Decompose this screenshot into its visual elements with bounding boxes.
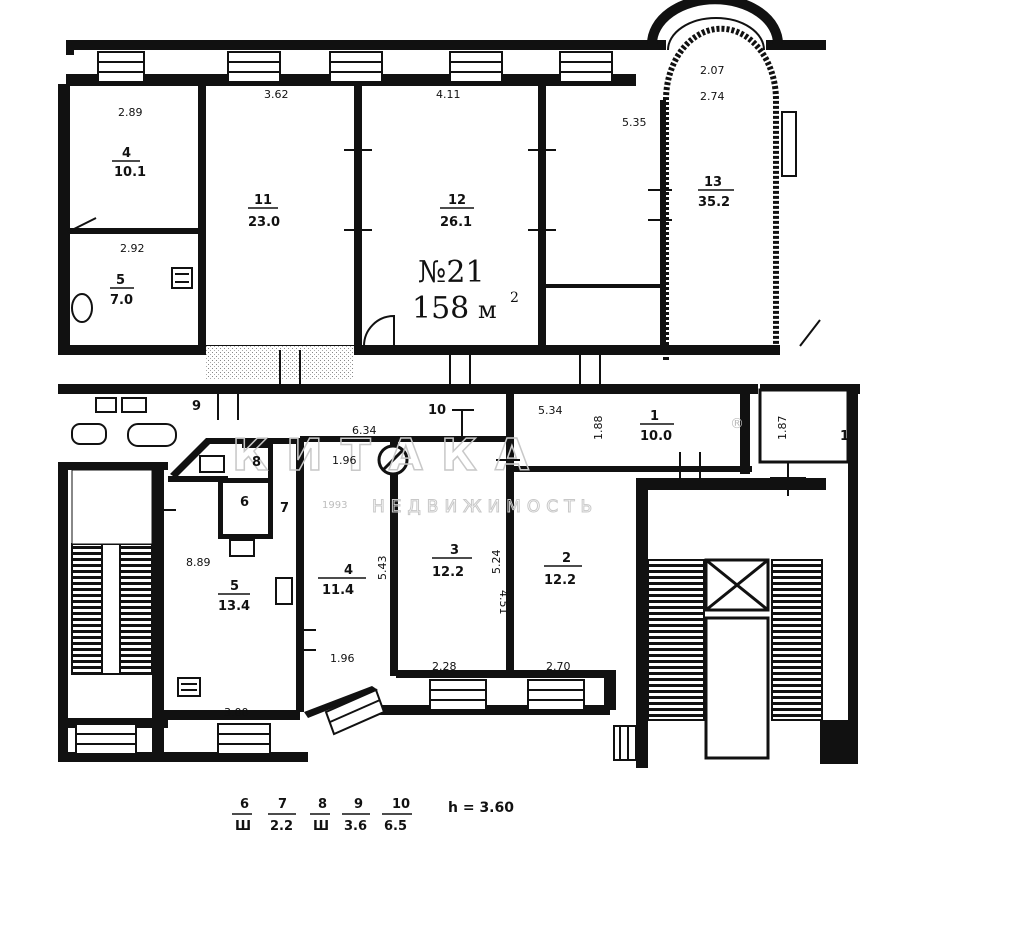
apartment-number: №21 bbox=[418, 255, 485, 290]
apartment-label: №21 158 м 2 bbox=[412, 255, 519, 326]
room-number: 6 bbox=[240, 495, 249, 510]
interior-walls bbox=[66, 84, 752, 718]
room-number: 5 bbox=[116, 273, 125, 288]
room-area: 35.2 bbox=[698, 195, 730, 210]
dimension-label: 3.62 bbox=[264, 88, 289, 101]
legend-item-number: 7 bbox=[278, 797, 287, 812]
legend-item-value: 2.2 bbox=[270, 819, 293, 834]
dimension-label: 4.11 bbox=[436, 88, 461, 101]
room-number: 2 bbox=[562, 551, 571, 566]
watermark: КИТАКА НЕДВИЖИМОСТЬ 1993 ® bbox=[231, 416, 744, 518]
doors bbox=[67, 149, 821, 651]
legend-item-value: Ш bbox=[235, 819, 251, 834]
room-area: 10.1 bbox=[114, 165, 146, 180]
room-number: 3 bbox=[450, 543, 459, 558]
room-number: 12 bbox=[448, 193, 466, 208]
dimension-label: 5.35 bbox=[622, 116, 647, 129]
room-area: 12.2 bbox=[432, 565, 464, 580]
apartment-area: 158 bbox=[412, 291, 469, 326]
room-area: 7.0 bbox=[110, 293, 133, 308]
room-number: 10 bbox=[428, 403, 446, 418]
dimension-label: 1.96 bbox=[330, 652, 355, 665]
room-area: 11.4 bbox=[322, 583, 354, 598]
dimension-label: 4.51 bbox=[497, 590, 510, 615]
dimension-label: 2.28 bbox=[432, 660, 457, 673]
room-number: 5 bbox=[230, 579, 239, 594]
fixtures bbox=[71, 111, 797, 697]
room-number: 1 bbox=[650, 409, 659, 424]
left-stairs bbox=[71, 469, 153, 675]
apartment-area-unit-sup: 2 bbox=[510, 290, 519, 306]
dimension-label: 5.34 bbox=[538, 404, 563, 417]
watermark-year: 1993 bbox=[322, 500, 347, 511]
dimension-label: 2.07 bbox=[700, 64, 725, 77]
watermark-registered: ® bbox=[730, 416, 744, 432]
room-number: 8 bbox=[252, 455, 261, 470]
legend: 6 Ш 7 2.2 8 Ш 9 3.6 10 6.5 h = 3.60 bbox=[232, 797, 514, 834]
room-number: 13 bbox=[704, 175, 722, 190]
legend-item-value: 6.5 bbox=[384, 819, 407, 834]
room-number: 1 bbox=[840, 429, 849, 444]
dimension-label: 2.70 bbox=[546, 660, 571, 673]
legend-item-value: 3.6 bbox=[344, 819, 367, 834]
windows-top bbox=[97, 51, 613, 83]
legend-item-number: 8 bbox=[318, 797, 327, 812]
room-area: 23.0 bbox=[248, 215, 280, 230]
legend-item-number: 9 bbox=[354, 797, 363, 812]
room-number: 4 bbox=[122, 146, 131, 161]
room-area: 13.4 bbox=[218, 599, 250, 614]
dimension-label: 3.00 bbox=[224, 706, 249, 719]
room-number: 9 bbox=[192, 399, 201, 414]
bay-window bbox=[647, 0, 783, 360]
room-number: 4 bbox=[344, 563, 353, 578]
dimension-label: 6.34 bbox=[352, 424, 377, 437]
window-angled bbox=[324, 688, 386, 736]
room-number: 7 bbox=[280, 501, 289, 516]
partition-walls bbox=[206, 346, 354, 380]
right-stairs bbox=[647, 388, 850, 760]
legend-item-number: 6 bbox=[240, 797, 249, 812]
room-area: 12.2 bbox=[544, 573, 576, 588]
watermark-brand: КИТАКА bbox=[232, 430, 547, 481]
room-area: 10.0 bbox=[640, 429, 672, 444]
apartment-area-unit: м bbox=[478, 296, 497, 324]
dimension-label: 1.88 bbox=[592, 416, 605, 441]
dimension-label: 1.96 bbox=[332, 454, 357, 467]
dimension-label: 2.74 bbox=[700, 90, 725, 103]
windows-bottom bbox=[75, 679, 637, 761]
dimension-label: 2.92 bbox=[120, 242, 145, 255]
legend-item-number: 10 bbox=[392, 797, 410, 812]
watermark-subtitle: НЕДВИЖИМОСТЬ bbox=[372, 497, 598, 517]
dimension-label: 5.24 bbox=[490, 550, 503, 575]
legend-item-value: Ш bbox=[313, 819, 329, 834]
dimension-label: 5.43 bbox=[376, 556, 389, 581]
room-number: 11 bbox=[254, 193, 272, 208]
dimensions: 2.89 3.62 4.11 5.35 2.07 2.74 2.92 5.34 … bbox=[118, 64, 789, 719]
room-labels: 4 10.1 11 23.0 12 26.1 13 35.2 5 7.0 1 1… bbox=[110, 146, 849, 614]
ceiling-height: h = 3.60 bbox=[448, 800, 514, 816]
dimension-label: 1.87 bbox=[776, 416, 789, 441]
dimension-label: 2.89 bbox=[118, 106, 143, 119]
room-area: 26.1 bbox=[440, 215, 472, 230]
dimension-label: 8.89 bbox=[186, 556, 211, 569]
